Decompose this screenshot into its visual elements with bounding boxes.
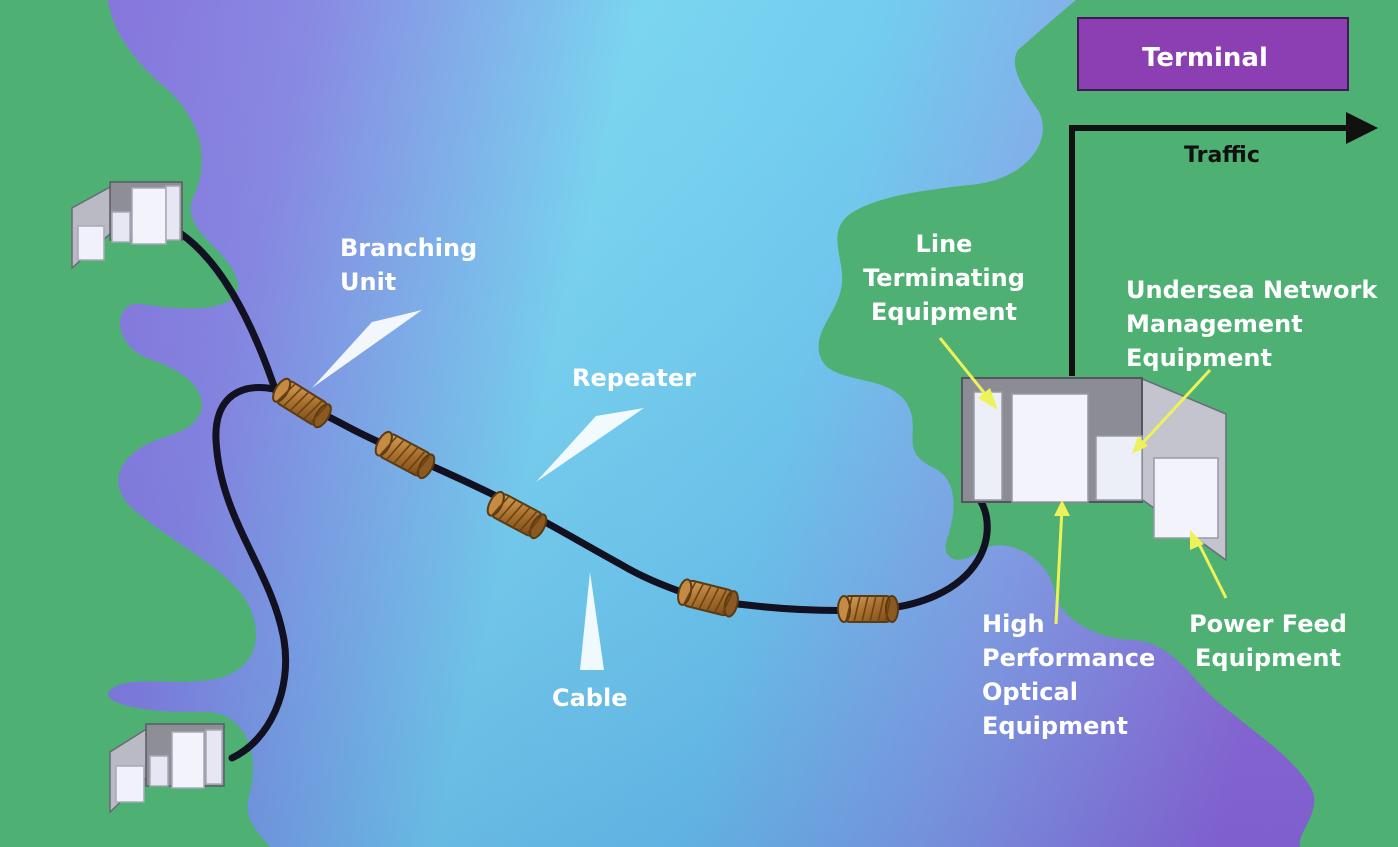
branching-unit-pointer [312, 310, 422, 388]
label-branching-unit-line: Branching [340, 234, 477, 262]
label-power-feed-line: Power Feed [1189, 610, 1347, 638]
traffic-label: Traffic [1184, 143, 1260, 168]
line-terminating-rack [973, 391, 1003, 501]
label-high-performance-optical-line: High [982, 610, 1045, 638]
label-cable: Cable [552, 684, 628, 712]
label-high-performance-optical-line: Performance [982, 644, 1155, 672]
traffic-arrowhead [1346, 112, 1378, 144]
label-undersea-network-management-line: Equipment [1126, 344, 1272, 372]
label-repeater: Repeater [572, 364, 696, 392]
station-upper-left [71, 181, 183, 270]
label-power-feed-line: Equipment [1195, 644, 1341, 672]
yellow-arrowheads [978, 388, 1204, 550]
label-cable-line: Cable [552, 684, 628, 712]
yellow-pointers [938, 337, 1228, 625]
label-repeater-line: Repeater [572, 364, 696, 392]
optical-equipment-rack [1011, 393, 1089, 503]
label-undersea-network-management-line: Management [1126, 310, 1303, 338]
label-high-performance-optical-line: Optical [982, 678, 1078, 706]
cable-pointer [580, 572, 604, 670]
terminal-box [1077, 17, 1349, 91]
label-line-terminating-line: Terminating [863, 264, 1025, 292]
label-undersea-network-management-line: Undersea Network [1126, 276, 1378, 304]
network-management-unit [1095, 435, 1143, 501]
left-coast-land [0, 0, 270, 847]
traffic-line [1069, 125, 1348, 376]
station-lower-left [109, 723, 225, 814]
label-line-terminating-line: Equipment [871, 298, 1017, 326]
power-feed-unit [1153, 457, 1219, 539]
branch-cable [212, 384, 290, 762]
repeater-pointer [536, 408, 644, 482]
label-high-performance-optical-line: Equipment [982, 712, 1128, 740]
terminal-title: Terminal [1142, 43, 1268, 73]
label-line-terminating-line: Line [916, 230, 973, 258]
label-branching-unit-line: Unit [340, 268, 396, 296]
repeater-4 [837, 595, 899, 623]
